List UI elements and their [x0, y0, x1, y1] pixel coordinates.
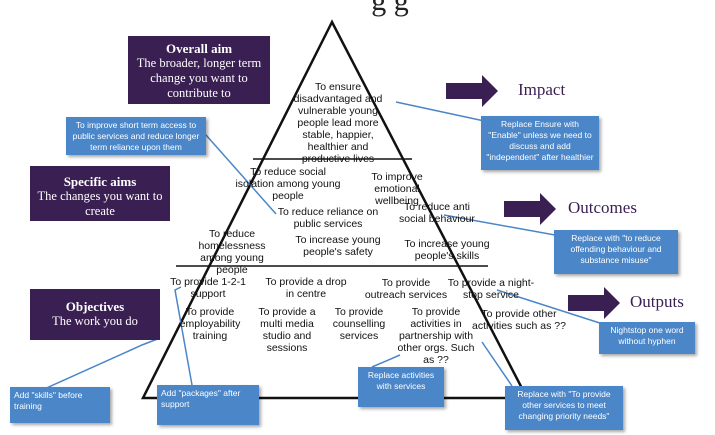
comment-other-services[interactable]: Replace with "To provide other services …: [505, 386, 623, 430]
comment-nightstop[interactable]: Nightstop one word without hyphen: [599, 322, 695, 354]
impact-label: Impact: [518, 80, 566, 99]
output-employability: To provide employability training: [179, 306, 241, 342]
overall-aim-body: The broader, longer term change you want…: [136, 56, 262, 100]
page-title-fragment: g g: [371, 0, 409, 17]
output-other-activities: To provide other activities such as ??: [472, 308, 566, 332]
output-media-studio: To provide a multi media studio and sess…: [258, 306, 316, 354]
outcome-skills: To increase young people's skills: [404, 238, 490, 262]
impact-arrow-icon: [446, 75, 498, 107]
objectives-box: Objectives The work you do: [30, 289, 160, 340]
output-drop-in: To provide a drop in centre: [265, 276, 347, 300]
outcome-reduce-isolation: To reduce social isolation among young p…: [235, 166, 341, 202]
pyramid-outline: [140, 19, 530, 400]
outputs-label: Outputs: [630, 292, 684, 311]
comment-add-skills[interactable]: Add "skills" before training: [10, 387, 110, 423]
objectives-heading: Objectives: [65, 299, 125, 314]
output-outreach: To provide outreach services: [364, 277, 448, 301]
outcome-anti-social: To reduce anti social behaviour: [399, 201, 475, 225]
specific-aims-body: The changes you want to create: [37, 189, 163, 218]
comment-connectors: [41, 101, 607, 391]
comment-short-term-access[interactable]: To improve short term access to public s…: [66, 117, 206, 155]
impact-statement: To ensure disadvantaged and vulnerable y…: [293, 81, 383, 165]
objectives-body: The work you do: [52, 314, 138, 328]
specific-aims-heading: Specific aims: [63, 174, 137, 189]
specific-aims-box: Specific aims The changes you want to cr…: [30, 166, 170, 221]
overall-aim-box: Overall aim The broader, longer term cha…: [128, 36, 270, 104]
output-partnership: To provide activities in partnership wit…: [397, 306, 475, 366]
outputs-arrow-icon: [568, 287, 620, 319]
comment-enable[interactable]: Replace Ensure with "Enable" unless we n…: [481, 116, 599, 170]
outcome-reduce-homelessness: To reduce homelessness among young peopl…: [198, 228, 266, 276]
outcome-safety: To increase young people's safety: [295, 234, 381, 258]
comment-offending-behaviour[interactable]: Replace with "to reduce offending behavi…: [554, 230, 678, 274]
outcome-emotional-wellbeing: To improve emotional wellbeing: [371, 171, 423, 207]
output-counselling: To provide counselling services: [332, 306, 386, 342]
comment-add-packages[interactable]: Add "packages" after support: [157, 385, 259, 425]
output-121-support: To provide 1-2-1 support: [170, 276, 246, 300]
outcomes-arrow-icon: [504, 193, 556, 225]
comment-replace-activities[interactable]: Replace activities with services: [358, 367, 444, 407]
output-night-stop: To provide a night-stop service: [447, 277, 535, 301]
outcomes-label: Outcomes: [568, 198, 637, 217]
outcome-reduce-reliance: To reduce reliance on public services: [277, 206, 379, 230]
overall-aim-heading: Overall aim: [165, 41, 233, 56]
